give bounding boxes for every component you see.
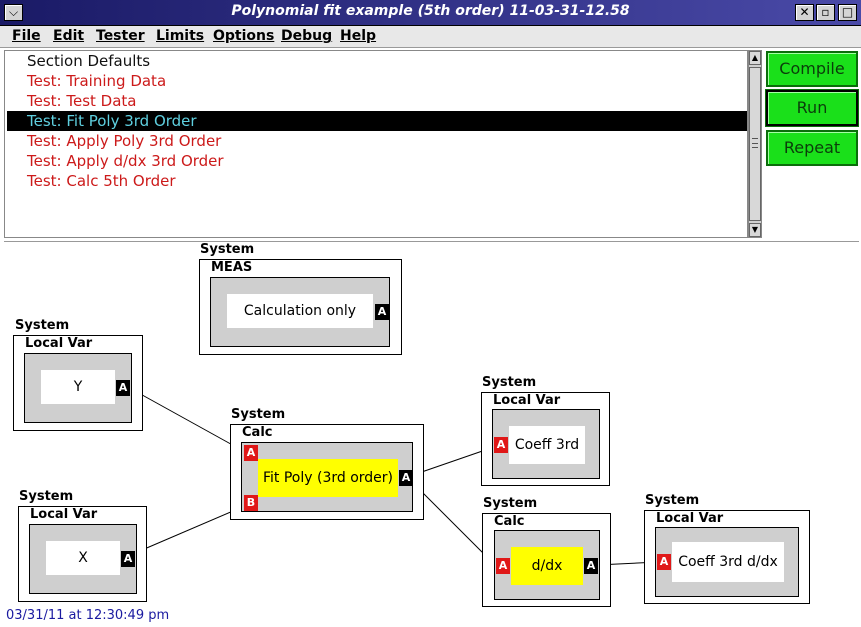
menu-edit[interactable]: Edit: [53, 28, 85, 44]
coeff-group-label: System: [482, 375, 537, 390]
y-label: Y: [41, 370, 115, 404]
test-list[interactable]: Section Defaults Test: Training Data Tes…: [4, 50, 748, 238]
menu-help[interactable]: Help: [340, 28, 377, 44]
window-title: Polynomial fit example (5th order) 11-03…: [231, 3, 630, 19]
y-inner: Y A: [24, 353, 132, 423]
scroll-up-icon[interactable]: ▲: [749, 51, 761, 65]
coeff-ddx-port-in[interactable]: A: [657, 554, 671, 570]
coeff-ddx-inner: A Coeff 3rd d/dx: [655, 527, 799, 597]
meas-block[interactable]: MEAS Calculation only A: [199, 259, 402, 355]
x-port-out[interactable]: A: [121, 551, 135, 567]
connection-wires: [134, 390, 660, 566]
x-var-block[interactable]: Local Var X A: [18, 506, 147, 602]
ddx-inner: A d/dx A: [494, 530, 600, 600]
coeff-ddx-label: Coeff 3rd d/dx: [672, 542, 784, 582]
compile-button[interactable]: Compile: [766, 51, 858, 87]
ddx-block[interactable]: Calc A d/dx A: [482, 513, 611, 607]
menu-debug[interactable]: Debug: [281, 28, 333, 44]
x-kind-label: Local Var: [30, 507, 98, 522]
ddx-group-label: System: [483, 496, 538, 511]
coeff-ddx-group-label: System: [645, 493, 700, 508]
fit-inner: A Fit Poly (3rd order) A B: [241, 442, 413, 512]
menu-limits[interactable]: Limits: [156, 28, 205, 44]
meas-group-label: System: [200, 242, 255, 257]
menu-bar: File Edit Tester Limits Options Debug He…: [0, 26, 861, 48]
menu-file[interactable]: File: [12, 28, 41, 44]
coeff-ddx-kind-label: Local Var: [656, 511, 724, 526]
scroll-thumb[interactable]: [749, 67, 761, 221]
x-label: X: [46, 541, 120, 575]
list-item-test-data[interactable]: Test: Test Data: [27, 92, 137, 110]
ddx-port-out[interactable]: A: [584, 558, 598, 574]
list-item-calc-5th[interactable]: Test: Calc 5th Order: [27, 172, 176, 190]
coeff-kind-label: Local Var: [493, 393, 561, 408]
scroll-down-icon[interactable]: ▼: [749, 223, 761, 237]
fit-label: Fit Poly (3rd order): [258, 459, 398, 497]
y-kind-label: Local Var: [25, 336, 93, 351]
y-var-block[interactable]: Local Var Y A: [13, 335, 143, 431]
list-item-fit-poly-selected[interactable]: Test: Fit Poly 3rd Order: [7, 111, 747, 131]
ddx-kind-label: Calc: [494, 514, 525, 529]
coeff-var-block[interactable]: Local Var A Coeff 3rd: [481, 392, 610, 486]
coeff-port-in[interactable]: A: [494, 437, 508, 453]
minimize-icon[interactable]: ▫: [816, 4, 835, 21]
repeat-button[interactable]: Repeat: [766, 130, 858, 166]
meas-inner: Calculation only A: [210, 277, 390, 347]
coeff-inner: A Coeff 3rd: [492, 409, 600, 479]
x-inner: X A: [29, 524, 137, 594]
system-menu-icon[interactable]: ⌵: [4, 4, 23, 21]
wire-fit-to-coeff: [412, 446, 495, 476]
fit-port-in-a[interactable]: A: [244, 445, 258, 461]
fit-kind-label: Calc: [242, 425, 273, 440]
title-bar: ⌵ Polynomial fit example (5th order) 11-…: [0, 0, 861, 26]
wire-x-to-fit-b: [134, 504, 248, 554]
list-item-training-data[interactable]: Test: Training Data: [27, 72, 167, 90]
meas-label: Calculation only: [227, 294, 373, 328]
y-port-out[interactable]: A: [116, 380, 130, 396]
fit-group-label: System: [231, 407, 286, 422]
ddx-port-in[interactable]: A: [496, 558, 510, 574]
block-diagram-canvas[interactable]: System MEAS Calculation only A System Lo…: [4, 241, 859, 625]
fit-port-in-b[interactable]: B: [244, 495, 258, 511]
coeff-label: Coeff 3rd: [509, 426, 585, 464]
wire-y-to-fit-a: [134, 390, 248, 454]
run-button[interactable]: Run: [765, 89, 859, 127]
list-item-apply-ddx[interactable]: Test: Apply d/dx 3rd Order: [27, 152, 224, 170]
fit-poly-block[interactable]: Calc A Fit Poly (3rd order) A B: [230, 424, 424, 520]
meas-kind-label: MEAS: [211, 260, 253, 275]
y-group-label: System: [15, 318, 70, 333]
list-item-section-defaults[interactable]: Section Defaults: [27, 52, 151, 70]
status-timestamp: 03/31/11 at 12:30:49 pm: [6, 608, 170, 623]
list-item-apply-poly[interactable]: Test: Apply Poly 3rd Order: [27, 132, 222, 150]
menu-options[interactable]: Options: [213, 28, 275, 44]
meas-port-out[interactable]: A: [375, 304, 389, 320]
wire-fit-to-ddx: [412, 482, 496, 566]
ddx-label: d/dx: [511, 547, 583, 585]
menu-tester[interactable]: Tester: [96, 28, 145, 44]
grip-icon: [752, 138, 758, 148]
x-group-label: System: [19, 489, 74, 504]
list-scrollbar[interactable]: ▲ ▼: [748, 50, 762, 238]
maximize-icon[interactable]: □: [838, 4, 857, 21]
close-icon[interactable]: ✕: [795, 4, 814, 21]
fit-port-out[interactable]: A: [399, 470, 413, 486]
coeff-ddx-var-block[interactable]: Local Var A Coeff 3rd d/dx: [644, 510, 810, 604]
